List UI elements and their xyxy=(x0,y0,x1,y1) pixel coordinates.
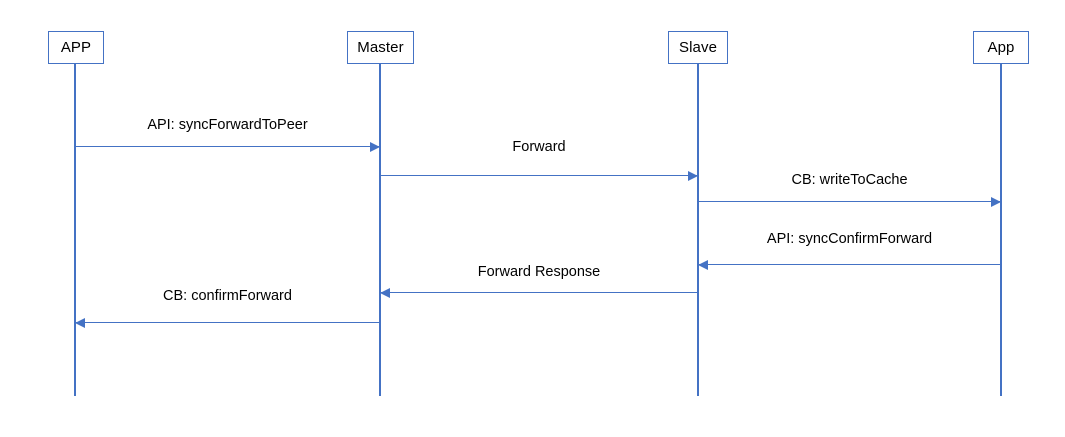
message-arrow-line[interactable] xyxy=(698,264,1001,266)
message-arrow-line[interactable] xyxy=(75,322,380,324)
participant-label: Slave xyxy=(678,39,718,56)
lifeline-stem-app_left xyxy=(74,64,76,396)
participant-label: App xyxy=(987,39,1015,56)
participant-label: APP xyxy=(60,39,92,56)
participant-label: Master xyxy=(357,39,404,56)
lifeline-stem-slave xyxy=(697,64,699,396)
arrowhead-left-icon xyxy=(380,287,390,298)
participant-box-app_right[interactable]: App xyxy=(973,31,1029,64)
message-arrow-line[interactable] xyxy=(698,201,1001,203)
lifeline-stem-app_right xyxy=(1000,64,1002,396)
message-label: API: syncConfirmForward xyxy=(766,231,933,247)
message-arrow-line[interactable] xyxy=(380,292,698,294)
message-arrow-line[interactable] xyxy=(75,146,380,148)
message-label: API: syncForwardToPeer xyxy=(147,117,308,133)
message-label: Forward xyxy=(512,139,566,155)
arrowhead-right-icon xyxy=(370,141,380,152)
participant-box-slave[interactable]: Slave xyxy=(668,31,728,64)
message-label: Forward Response xyxy=(477,264,601,280)
arrowhead-left-icon xyxy=(75,317,85,328)
message-label: CB: writeToCache xyxy=(791,172,908,188)
message-arrow-line[interactable] xyxy=(380,175,698,177)
lifeline-stem-master xyxy=(379,64,381,396)
participant-box-app_left[interactable]: APP xyxy=(48,31,104,64)
arrowhead-right-icon xyxy=(688,170,698,181)
message-label: CB: confirmForward xyxy=(163,288,292,304)
arrowhead-left-icon xyxy=(698,259,708,270)
arrowhead-right-icon xyxy=(991,196,1001,207)
participant-box-master[interactable]: Master xyxy=(347,31,414,64)
